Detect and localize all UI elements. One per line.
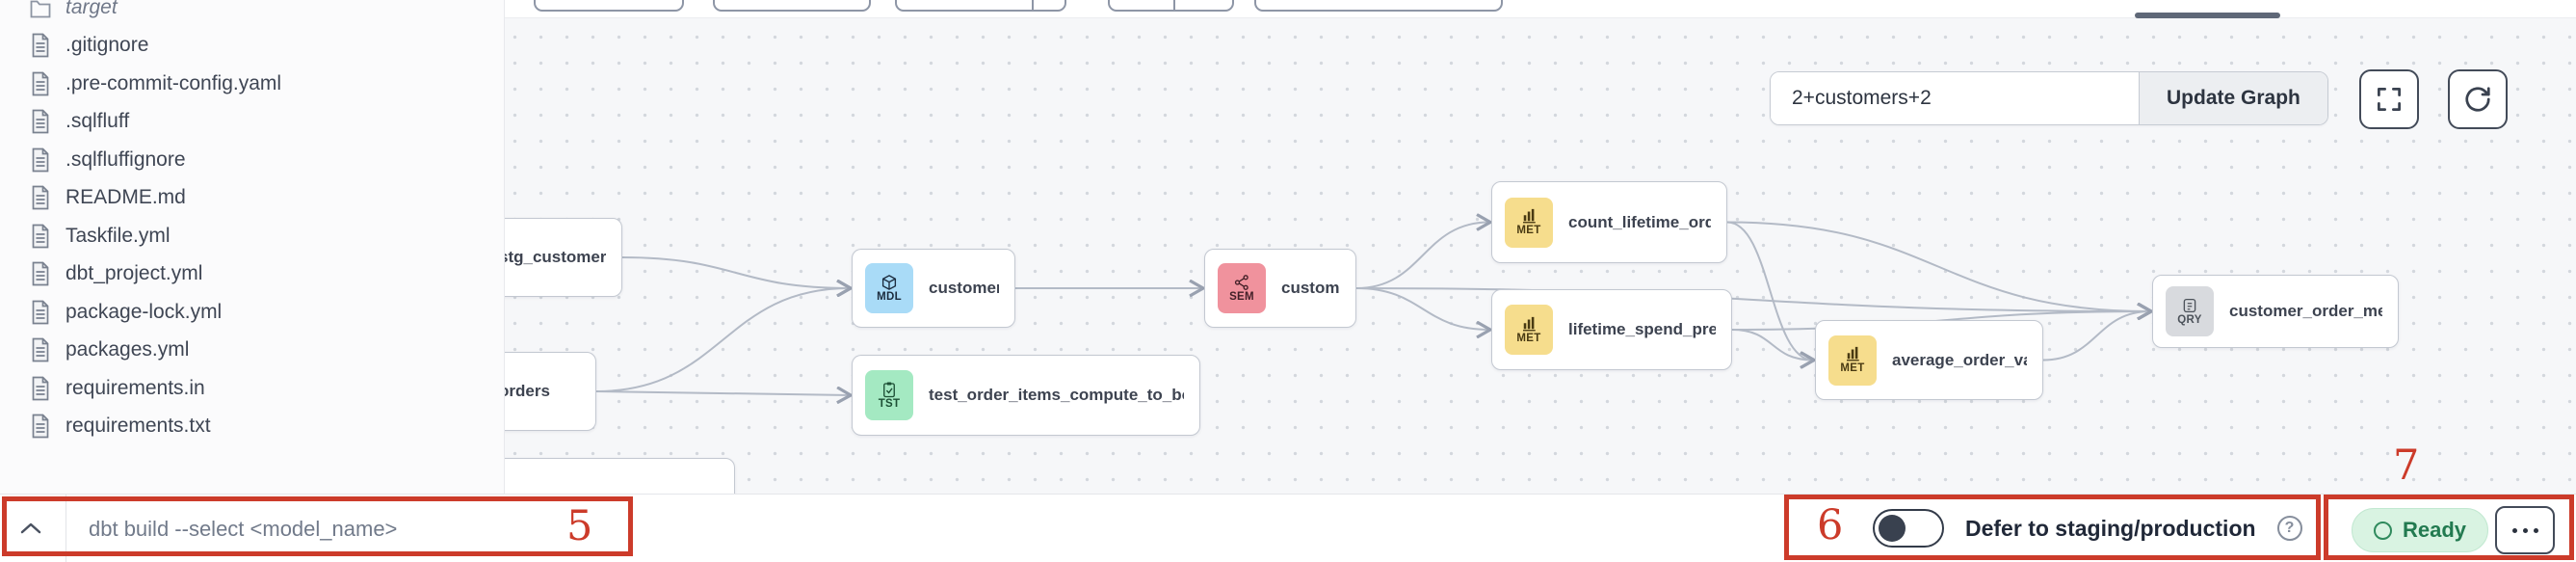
file-icon	[32, 185, 49, 210]
file-explorer: target .gitignore .pre-commit-config.yam…	[0, 0, 505, 494]
node-label: test_order_items_compute_to_bools...	[929, 386, 1184, 404]
node-type-badge: SEM	[1218, 263, 1266, 313]
file-row[interactable]: requirements.txt	[0, 408, 504, 445]
file-name: .sqlfluffignore	[66, 147, 186, 171]
defer-toggle[interactable]	[1873, 509, 1944, 548]
graph-node-customer_order_metrics[interactable]: QRY customer_order_metrics	[2152, 275, 2399, 348]
file-row[interactable]: target	[0, 0, 504, 26]
graph-node-customers_mdl[interactable]: MDL customers	[852, 249, 1015, 328]
pill-divider	[1032, 0, 1034, 10]
file-icon	[32, 147, 49, 172]
file-icon	[32, 33, 49, 58]
help-icon[interactable]: ?	[2276, 516, 2302, 541]
status-label: Ready	[2403, 518, 2467, 542]
update-graph-button[interactable]: Update Graph	[2139, 72, 2327, 124]
file-row[interactable]: dbt_project.yml	[0, 255, 504, 293]
file-icon	[32, 300, 49, 324]
graph-node-test_order_items[interactable]: TST test_order_items_compute_to_bools...	[852, 355, 1200, 436]
node-label: customer_order_metrics	[2229, 302, 2382, 320]
file-name: dbt_project.yml	[66, 262, 203, 284]
chevron-up-icon	[20, 522, 41, 534]
file-row[interactable]: .gitignore	[0, 27, 504, 65]
active-tab-indicator	[2135, 13, 2280, 18]
node-label: average_order_value	[1892, 350, 2027, 369]
file-name: .gitignore	[66, 34, 149, 56]
graph-node-average_order_value[interactable]: MET average_order_value	[1815, 320, 2043, 400]
file-row[interactable]: requirements.in	[0, 369, 504, 407]
fullscreen-button[interactable]	[2359, 69, 2419, 129]
metric-chart-icon	[1523, 316, 1536, 332]
file-icon	[32, 337, 49, 362]
file-row[interactable]: .sqlfluff	[0, 103, 504, 141]
refresh-icon	[2465, 87, 2490, 112]
test-clipboard-icon	[883, 382, 895, 397]
node-label: customers	[929, 279, 999, 297]
node-type-badge: TST	[865, 370, 913, 420]
top-toolbar-pill-4[interactable]	[1108, 0, 1234, 12]
dbt-command-input[interactable]	[87, 506, 1536, 552]
saved-query-icon	[2183, 298, 2196, 312]
collapse-panel-button[interactable]	[10, 508, 52, 549]
more-options-button[interactable]	[2495, 506, 2555, 554]
node-label: lifetime_spend_pretax	[1568, 320, 1716, 338]
file-name: README.md	[66, 186, 186, 208]
file-name: Taskfile.yml	[66, 224, 171, 247]
file-icon	[32, 261, 49, 286]
file-row[interactable]: Taskfile.yml	[0, 217, 504, 254]
node-label: stg_customers	[499, 248, 606, 266]
node-type-badge: MDL	[865, 263, 913, 313]
metric-chart-icon	[1523, 209, 1536, 224]
file-icon	[32, 109, 49, 134]
cube-icon	[881, 274, 897, 290]
top-toolbar-pill-1[interactable]	[534, 0, 684, 12]
file-name: .sqlfluff	[66, 110, 130, 132]
file-row[interactable]: .sqlfluffignore	[0, 141, 504, 178]
graph-node-lifetime_spend_pretax[interactable]: MET lifetime_spend_pretax	[1491, 289, 1732, 370]
defer-toggle-knob	[1879, 515, 1906, 542]
node-type-badge: MET	[1828, 335, 1877, 386]
node-label: customers	[1281, 279, 1340, 297]
file-name: .pre-commit-config.yaml	[66, 71, 282, 94]
node-label: orders	[499, 382, 550, 400]
graph-node-count_lifetime_orders[interactable]: MET count_lifetime_orders	[1491, 181, 1727, 263]
top-toolbar-pill-2[interactable]	[713, 0, 871, 12]
bottom-bar: Defer to staging/production ? Ready	[0, 494, 2576, 562]
status-circle-icon	[2374, 521, 2392, 540]
node-type-badge: MET	[1505, 305, 1553, 355]
node-label: count_lifetime_orders	[1568, 212, 1711, 231]
file-name: package-lock.yml	[66, 300, 223, 323]
defer-label: Defer to staging/production	[1965, 515, 2256, 541]
file-row[interactable]: package-lock.yml	[0, 293, 504, 331]
status-badge[interactable]: Ready	[2352, 508, 2489, 552]
file-icon	[32, 414, 49, 439]
graph-node-customers_sem[interactable]: SEM customers	[1204, 249, 1356, 328]
file-row[interactable]: packages.yml	[0, 332, 504, 369]
pill-divider	[1173, 0, 1175, 10]
refresh-button[interactable]	[2448, 69, 2508, 129]
file-row[interactable]: README.md	[0, 179, 504, 217]
fullscreen-icon	[2378, 88, 2401, 111]
semantic-model-icon	[1234, 274, 1249, 290]
file-name: packages.yml	[66, 338, 190, 361]
file-name: requirements.in	[66, 376, 205, 399]
top-toolbar-pill-3[interactable]	[895, 0, 1066, 12]
file-name: requirements.txt	[66, 415, 211, 437]
metric-chart-icon	[1847, 347, 1859, 361]
node-type-badge: QRY	[2166, 286, 2214, 336]
lineage-selector-group: Update Graph	[1770, 71, 2328, 125]
file-icon	[32, 224, 49, 248]
folder-icon	[30, 0, 51, 17]
file-icon	[32, 71, 49, 95]
lineage-selector-input[interactable]	[1771, 72, 2139, 124]
more-horizontal-icon	[2511, 527, 2517, 533]
file-icon	[32, 376, 49, 400]
file-name: target	[66, 0, 118, 18]
file-row[interactable]: .pre-commit-config.yaml	[0, 65, 504, 102]
node-type-badge: MET	[1505, 197, 1553, 248]
top-toolbar-pill-5[interactable]	[1254, 0, 1503, 12]
